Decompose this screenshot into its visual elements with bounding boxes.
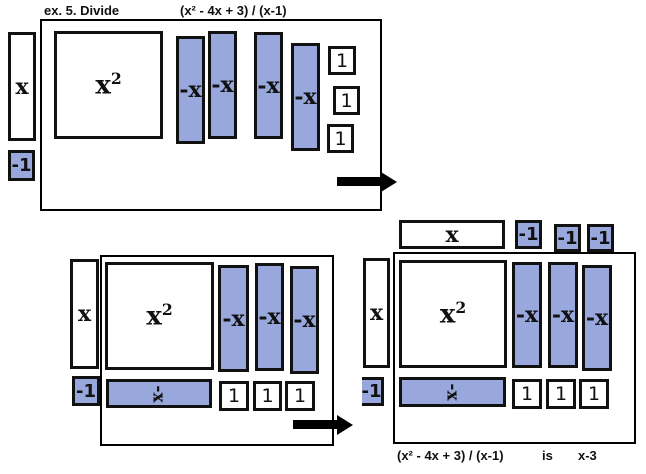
one-tile: 1 xyxy=(285,381,315,411)
neg-x-tile: -x xyxy=(208,31,237,139)
neg-x-horizontal-tile: -x xyxy=(399,377,506,407)
neg-x-tile: -x xyxy=(176,36,205,144)
divisor-neg-one-tile: -1 xyxy=(72,376,100,406)
neg-x-tile: -x xyxy=(548,262,578,368)
divisor-neg-one-tile: -1 xyxy=(362,377,384,406)
neg-x-tile: -x xyxy=(582,265,612,371)
neg-x-tile: -x xyxy=(254,32,283,139)
tile-label: -x xyxy=(515,302,539,328)
neg-x-tile: -x xyxy=(512,262,542,368)
quotient-neg-one-tile: -1 xyxy=(587,224,614,252)
tile-label: 1 xyxy=(340,89,353,112)
one-tile: 1 xyxy=(328,46,356,75)
neg-x-tile: -x xyxy=(218,265,249,372)
tile-label: x xyxy=(369,300,384,326)
tile-label: 1 xyxy=(335,49,349,72)
one-tile: 1 xyxy=(327,124,354,153)
tile-label: -1 xyxy=(590,227,611,249)
tile-label: x xyxy=(15,73,29,100)
tile-label: -x xyxy=(148,384,169,403)
tile-label: 1 xyxy=(554,383,568,405)
one-tile: 1 xyxy=(219,381,249,411)
tile-label: 1 xyxy=(227,385,241,407)
tile-label: -x xyxy=(179,77,202,103)
one-tile: 1 xyxy=(579,379,609,409)
tile-label: -x xyxy=(293,307,316,333)
result-connector: is xyxy=(542,448,553,463)
quotient-x-tile: x xyxy=(399,220,505,249)
tile-label: 1 xyxy=(520,383,534,405)
neg-x-tile: -x xyxy=(291,43,320,151)
tile-label: -1 xyxy=(557,227,578,249)
tile-label: x2 xyxy=(146,300,173,332)
tile-label: -1 xyxy=(518,224,539,245)
result-answer: x-3 xyxy=(578,448,597,463)
tile-label: x xyxy=(77,301,92,327)
tile-label: x2 xyxy=(439,298,467,330)
quotient-neg-one-tile: -1 xyxy=(554,224,581,252)
tile-label: -x xyxy=(585,305,609,331)
tile-label: -x xyxy=(258,304,281,330)
tile-label: 1 xyxy=(587,383,601,405)
divisor-neg-one-tile: -1 xyxy=(8,150,35,181)
tile-label: 1 xyxy=(334,127,347,150)
tile-label: -x xyxy=(551,302,575,328)
one-tile: 1 xyxy=(253,381,282,411)
tile-label: -x xyxy=(294,84,317,110)
tile-label: -x xyxy=(222,305,245,332)
tile-label: -1 xyxy=(11,155,32,176)
divisor-x-tile: x xyxy=(8,32,36,141)
result-expression: (x² - 4x + 3) / (x-1) xyxy=(397,448,504,463)
one-tile: 1 xyxy=(546,379,576,409)
neg-x-tile: -x xyxy=(255,263,284,371)
tile-label: x2 xyxy=(95,69,122,101)
quotient-neg-one-tile: -1 xyxy=(515,220,542,249)
one-tile: 1 xyxy=(512,379,542,409)
tile-label: 1 xyxy=(293,385,307,407)
divisor-x-tile: x xyxy=(70,259,99,369)
tile-label: 1 xyxy=(261,385,274,407)
one-tile: 1 xyxy=(333,86,360,115)
tile-label: -1 xyxy=(76,380,96,402)
tile-label: -1 xyxy=(361,381,382,402)
x-squared-tile: x2 xyxy=(54,31,163,139)
divisor-x-tile: x xyxy=(363,258,390,368)
example-title: ex. 5. Divide xyxy=(44,3,120,18)
neg-x-tile: -x xyxy=(290,266,319,374)
tile-label: -x xyxy=(257,72,280,99)
tile-label: -x xyxy=(211,72,234,98)
tile-label: -x xyxy=(442,383,463,401)
tile-label: x xyxy=(445,221,459,248)
problem-expression: (x² - 4x + 3) / (x-1) xyxy=(180,3,287,18)
neg-x-horizontal-tile: -x xyxy=(106,379,212,408)
x-squared-tile: x2 xyxy=(399,260,507,368)
x-squared-tile: x2 xyxy=(105,262,214,370)
arrow-right-icon xyxy=(337,172,399,192)
arrow-right-icon xyxy=(293,415,355,435)
